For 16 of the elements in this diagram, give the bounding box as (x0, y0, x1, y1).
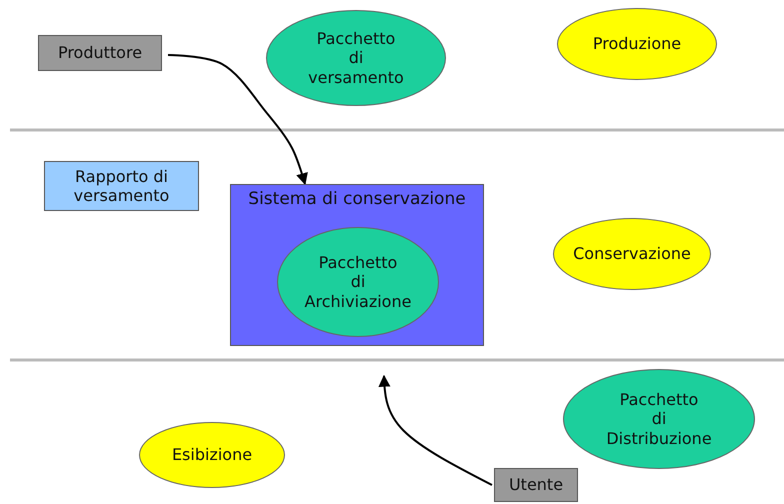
node-label: Produzione (592, 34, 682, 54)
arrow (168, 54, 308, 186)
actor-box (494, 468, 578, 502)
node-label: Esibizione (172, 445, 252, 465)
node-label: Pacchetto di Archiviazione (304, 253, 412, 311)
node-label: Pacchetto di Distribuzione (606, 390, 712, 448)
node-label: Pacchetto di versamento (308, 29, 404, 87)
actor-box (38, 35, 162, 71)
node-label: Produttore (58, 43, 142, 63)
node-label: Sistema di conservazione (248, 189, 466, 210)
report-box (44, 161, 199, 211)
node-label: Conservazione (573, 244, 691, 264)
system-box (230, 184, 484, 346)
arrow (378, 374, 492, 486)
node-label: Utente (508, 475, 564, 495)
node-label: Rapporto di versamento (72, 166, 170, 206)
